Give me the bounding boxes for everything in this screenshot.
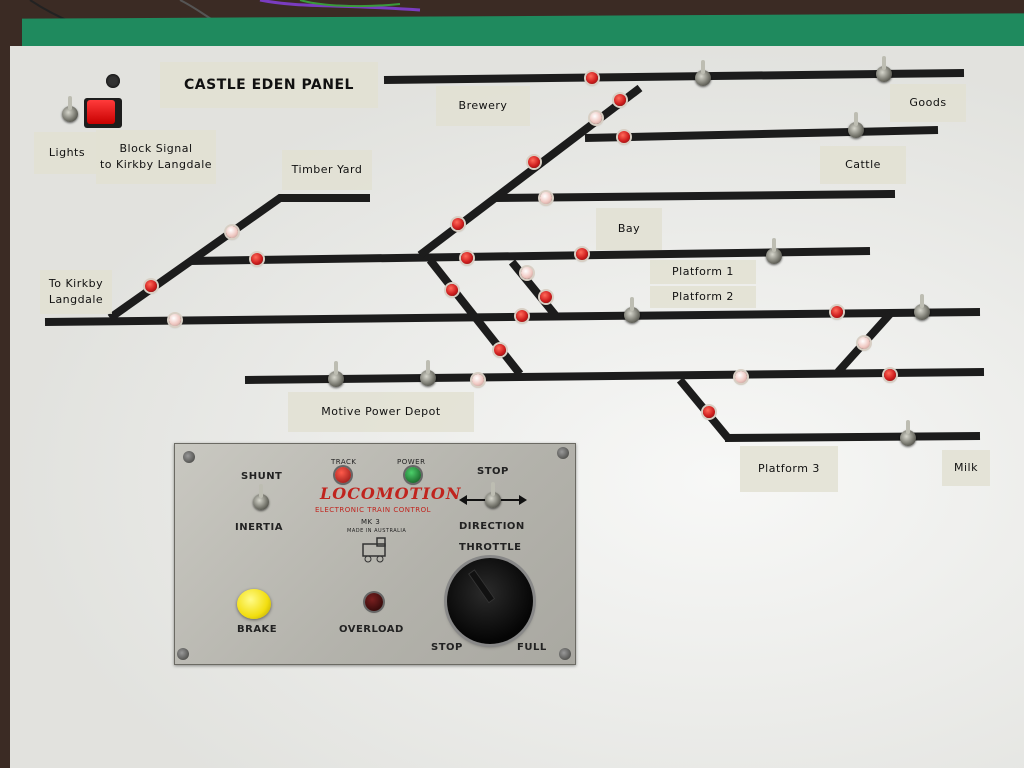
overload-lamp [365, 593, 383, 611]
throttle-full-label: FULL [517, 642, 547, 653]
label-timber-yard: Timber Yard [282, 150, 372, 190]
section-toggle-switch[interactable] [876, 56, 892, 82]
block-signal-button[interactable] [84, 98, 122, 128]
track-cattle [584, 126, 939, 142]
inertia-label: INERTIA [235, 522, 283, 533]
model-label: MK 3 [361, 518, 381, 526]
track-goods [383, 69, 965, 84]
point-button[interactable] [540, 192, 552, 204]
shunt-inertia-switch[interactable] [253, 484, 269, 510]
label-cattle: Cattle [820, 146, 906, 184]
point-button[interactable] [586, 72, 598, 84]
made-in-label: MADE IN AUSTRALIA [347, 528, 407, 534]
point-button[interactable] [590, 112, 602, 124]
label-platform-2: Platform 2 [650, 286, 756, 308]
locomotion-controller: SHUNT INERTIA TRACK POWER LOCOMOTION ELE… [174, 443, 576, 665]
point-button[interactable] [576, 248, 588, 260]
section-toggle-switch[interactable] [766, 238, 782, 264]
track-lamp-label: TRACK [331, 458, 357, 466]
point-button[interactable] [703, 406, 715, 418]
label-motive-power-depot: Motive Power Depot [288, 392, 474, 432]
point-button[interactable] [858, 337, 870, 349]
point-button[interactable] [528, 156, 540, 168]
point-button[interactable] [521, 267, 533, 279]
throttle-knob[interactable] [447, 558, 533, 644]
point-button[interactable] [145, 280, 157, 292]
point-button[interactable] [461, 252, 473, 264]
section-toggle-switch[interactable] [695, 60, 711, 86]
track-lamp [335, 467, 351, 483]
label-bay: Bay [596, 208, 662, 250]
lights-indicator-icon [106, 74, 120, 88]
direction-label: DIRECTION [459, 521, 525, 532]
brand-subtitle: ELECTRONIC TRAIN CONTROL [315, 506, 432, 514]
stop-top-label: STOP [477, 466, 509, 477]
section-toggle-switch[interactable] [624, 297, 640, 323]
track-cross-diagonal [426, 257, 524, 377]
panel-title: CASTLE EDEN PANEL [160, 62, 378, 108]
point-button[interactable] [169, 314, 181, 326]
point-button[interactable] [452, 218, 464, 230]
track-depot [244, 368, 985, 384]
label-brewery: Brewery [436, 86, 530, 126]
brake-label: BRAKE [237, 624, 278, 635]
point-button[interactable] [494, 344, 506, 356]
point-button[interactable] [251, 253, 263, 265]
point-button[interactable] [226, 226, 238, 238]
section-toggle-switch[interactable] [328, 361, 344, 387]
label-block-signal: Block Signal to Kirkby Langdale [96, 130, 216, 184]
point-button[interactable] [735, 371, 747, 383]
point-button[interactable] [472, 374, 484, 386]
power-lamp [405, 467, 421, 483]
track-short-diagonal [508, 259, 560, 319]
brake-button[interactable] [237, 589, 271, 619]
power-lamp-label: POWER [397, 458, 426, 466]
label-goods: Goods [890, 84, 966, 122]
track-platform-3 [724, 432, 981, 442]
lights-toggle-switch[interactable] [62, 96, 78, 122]
point-button[interactable] [614, 94, 626, 106]
track-timber-yard [107, 194, 370, 322]
block-signal-button-cap [87, 100, 115, 124]
section-toggle-switch[interactable] [848, 112, 864, 138]
point-button[interactable] [884, 369, 896, 381]
label-to-kirkby-langdale: To Kirkby Langdale [40, 270, 112, 314]
locomotive-icon [362, 537, 386, 563]
track-platform-1 [189, 247, 871, 265]
label-lights: Lights [34, 132, 100, 174]
shunt-label: SHUNT [241, 471, 283, 482]
label-milk: Milk [942, 450, 990, 486]
screw-icon [559, 648, 571, 660]
brand-logo: LOCOMOTION [320, 484, 462, 503]
throttle-label: THROTTLE [459, 542, 522, 553]
section-toggle-switch[interactable] [900, 420, 916, 446]
overload-label: OVERLOAD [339, 624, 404, 635]
label-platform-3: Platform 3 [740, 446, 838, 492]
label-platform-1: Platform 1 [650, 260, 756, 284]
track-bay [493, 190, 896, 202]
section-toggle-switch[interactable] [420, 360, 436, 386]
point-button[interactable] [618, 131, 630, 143]
screw-icon [177, 648, 189, 660]
screw-icon [183, 451, 195, 463]
throttle-stop-label: STOP [431, 642, 463, 653]
screw-icon [557, 447, 569, 459]
direction-switch[interactable] [485, 482, 501, 508]
point-button[interactable] [516, 310, 528, 322]
track-platform-2 [44, 308, 981, 326]
point-button[interactable] [831, 306, 843, 318]
point-button[interactable] [540, 291, 552, 303]
point-button[interactable] [446, 284, 458, 296]
section-toggle-switch[interactable] [914, 294, 930, 320]
